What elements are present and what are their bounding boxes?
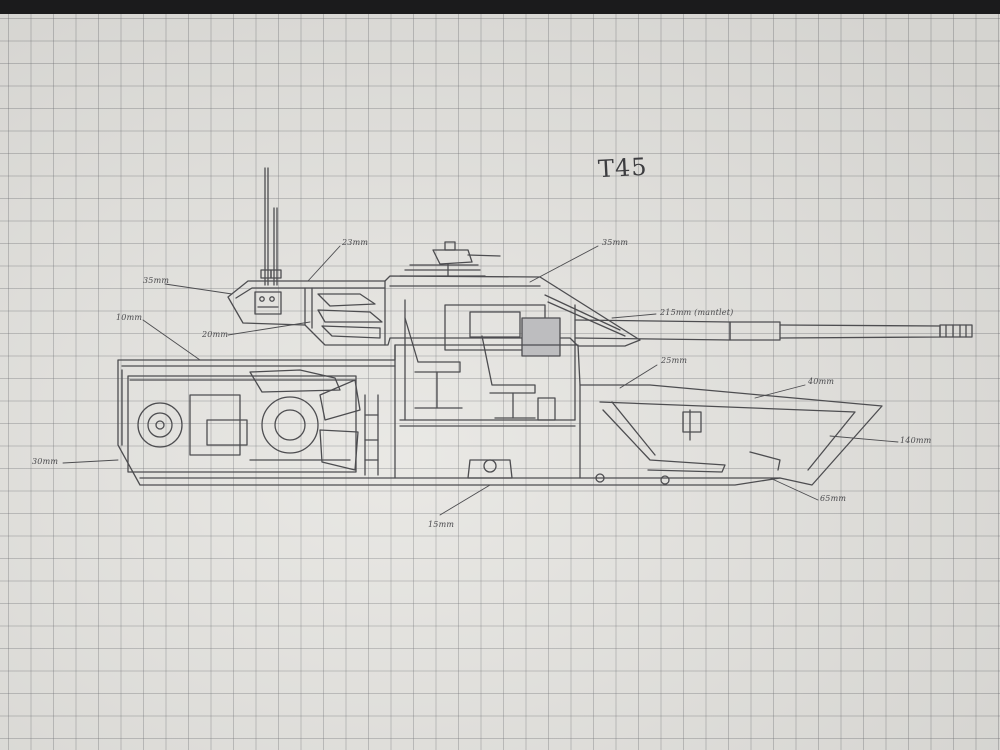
- label-turret-rear: 35mm: [143, 276, 170, 285]
- label-hull-rear: 30mm: [32, 457, 59, 466]
- label-lower-plate: 65mm: [820, 494, 847, 503]
- label-gun-mantlet: 215mm (mantlet): [660, 308, 734, 317]
- label-lower-front: 140mm: [900, 436, 932, 445]
- label-hull-roof-front: 25mm: [661, 356, 688, 365]
- driver-position: [596, 402, 780, 484]
- drawing-title: T45: [597, 152, 649, 184]
- label-hull-roof-rear: 10mm: [116, 313, 143, 322]
- antennas: [261, 168, 281, 285]
- leader-lines: [63, 246, 898, 515]
- main-gun: [575, 320, 972, 340]
- roof-machine-gun: [400, 242, 500, 276]
- label-upper-glacis: 40mm: [808, 377, 835, 386]
- hull-outline: [118, 345, 882, 485]
- crew-seats: [400, 318, 575, 478]
- label-belly: 15mm: [428, 520, 455, 529]
- label-turret-top: 23mm: [342, 238, 369, 247]
- engine-compartment: [128, 370, 378, 475]
- label-turret-bustle-lower: 20mm: [202, 330, 229, 339]
- label-turret-roof-front: 35mm: [602, 238, 629, 247]
- turret-interior: [405, 295, 625, 420]
